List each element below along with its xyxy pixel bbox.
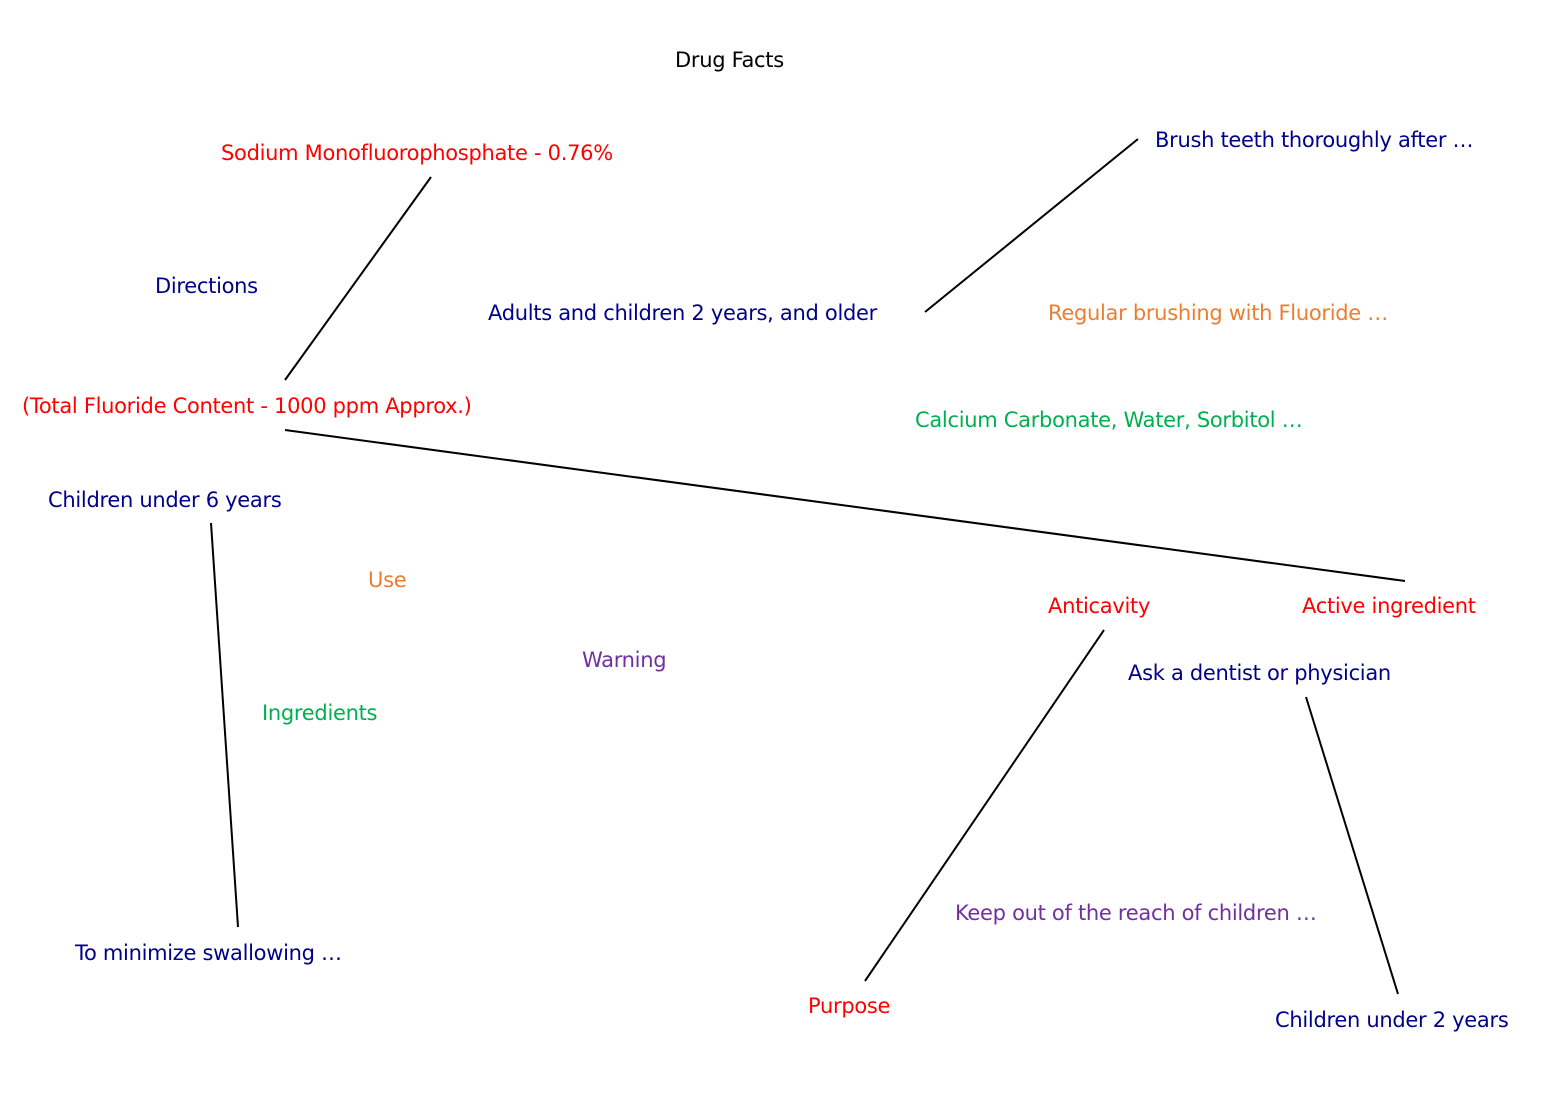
connector-sodium-to-fluoride-content [284, 176, 432, 381]
label-minimize-swallowing: To minimize swallowing … [75, 941, 342, 965]
label-ingredients: Ingredients [262, 701, 378, 725]
label-ask-dentist: Ask a dentist or physician [1128, 661, 1391, 685]
label-adults-and-children: Adults and children 2 years, and older [488, 301, 877, 325]
label-anticavity: Anticavity [1048, 594, 1151, 618]
label-use: Use [368, 568, 407, 592]
connector-anticavity-to-purpose [864, 629, 1105, 982]
connector-fluoride-content-to-active-ingredient [284, 429, 1406, 582]
diagram-title: Drug Facts [675, 48, 784, 72]
label-regular-brushing: Regular brushing with Fluoride … [1048, 301, 1388, 325]
label-purpose: Purpose [808, 994, 891, 1018]
connector-adults-to-brush [924, 138, 1139, 313]
connector-ask-to-children2 [1305, 696, 1399, 995]
label-calcium-carbonate: Calcium Carbonate, Water, Sorbitol … [915, 408, 1303, 432]
label-total-fluoride-content: (Total Fluoride Content - 1000 ppm Appro… [22, 394, 472, 418]
connector-children6-to-minimize [210, 522, 239, 928]
label-children-under-6: Children under 6 years [48, 488, 282, 512]
label-brush-teeth: Brush teeth thoroughly after … [1155, 128, 1474, 152]
label-keep-out-of-reach: Keep out of the reach of children … [955, 901, 1317, 925]
label-active-ingredient: Active ingredient [1302, 594, 1476, 618]
label-sodium-monofluorophosphate: Sodium Monofluorophosphate - 0.76% [221, 141, 613, 165]
label-directions: Directions [155, 274, 258, 298]
label-children-under-2: Children under 2 years [1275, 1008, 1509, 1032]
label-warning: Warning [582, 648, 667, 672]
